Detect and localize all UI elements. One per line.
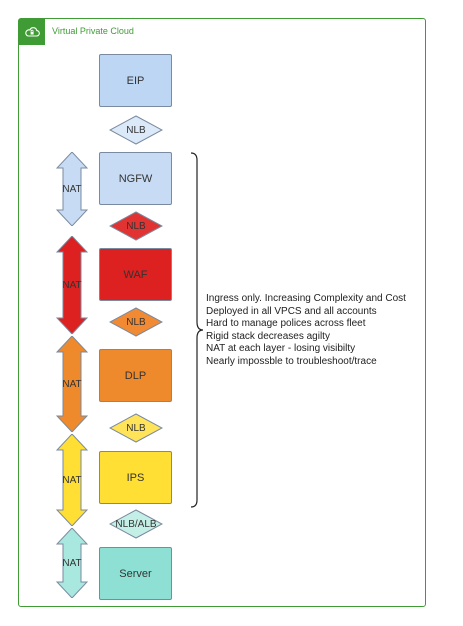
note-line: Ingress only. Increasing Complexity and …	[206, 293, 406, 304]
eip-box: EIP	[99, 54, 172, 107]
vpc-container: Virtual Private Cloud	[18, 18, 426, 607]
note-line: Hard to manage polices across fleet	[206, 318, 366, 329]
note-line: Nearly impossble to troubleshoot/trace	[206, 355, 377, 367]
nat-label-1: NAT	[62, 183, 82, 195]
nat-double-arrow	[56, 434, 88, 526]
nat-arrow-dlp: NAT	[56, 336, 88, 432]
nlb-alb-diamond: NLB/ALB	[109, 509, 163, 539]
nlb-label-3: NLB	[126, 316, 146, 328]
ngfw-label: NGFW	[118, 172, 153, 185]
server-box: Server	[99, 547, 172, 600]
nat-label-4: NAT	[62, 474, 82, 486]
nat-arrow-ips: NAT	[56, 434, 88, 526]
nlb-label-1: NLB	[126, 124, 146, 136]
notes-block: Ingress only. Increasing Complexity and …	[206, 293, 406, 368]
nat-double-arrow	[56, 528, 88, 598]
nat-arrow-server: NAT	[56, 528, 88, 598]
nat-arrow-ngfw: NAT	[56, 152, 88, 226]
nlb-label-2: NLB	[126, 220, 146, 232]
right-curly-brace	[190, 152, 204, 508]
note-line: Deployed in all VPCS and all accounts	[206, 305, 377, 317]
vpc-title: Virtual Private Cloud	[52, 26, 134, 36]
nlb-diamond-4: NLB	[109, 413, 163, 443]
nat-label-5: NAT	[62, 557, 82, 569]
server-label: Server	[119, 567, 152, 580]
waf-box: WAF	[99, 248, 172, 301]
nat-label-3: NAT	[62, 378, 82, 390]
note-line: NAT at each layer - losing visibilty	[206, 343, 356, 354]
nat-double-arrow	[56, 336, 88, 432]
nat-label-2: NAT	[62, 279, 82, 291]
dlp-label: DLP	[124, 369, 147, 382]
ips-label: IPS	[126, 471, 145, 484]
dlp-box: DLP	[99, 349, 172, 402]
cloud-lock-icon	[19, 19, 45, 45]
ips-box: IPS	[99, 451, 172, 504]
nat-double-arrow	[56, 152, 88, 226]
nlb-diamond-3: NLB	[109, 307, 163, 337]
nlb-alb-label: NLB/ALB	[115, 518, 157, 530]
nlb-label-4: NLB	[126, 422, 146, 434]
note-line: Rigid stack decreases agilty	[206, 330, 330, 342]
ngfw-box: NGFW	[99, 152, 172, 205]
eip-label: EIP	[126, 74, 145, 87]
nlb-diamond-2: NLB	[109, 211, 163, 241]
nlb-diamond-1: NLB	[109, 115, 163, 145]
waf-label: WAF	[123, 268, 148, 281]
nat-arrow-waf: NAT	[56, 236, 88, 334]
nat-double-arrow	[56, 236, 88, 334]
